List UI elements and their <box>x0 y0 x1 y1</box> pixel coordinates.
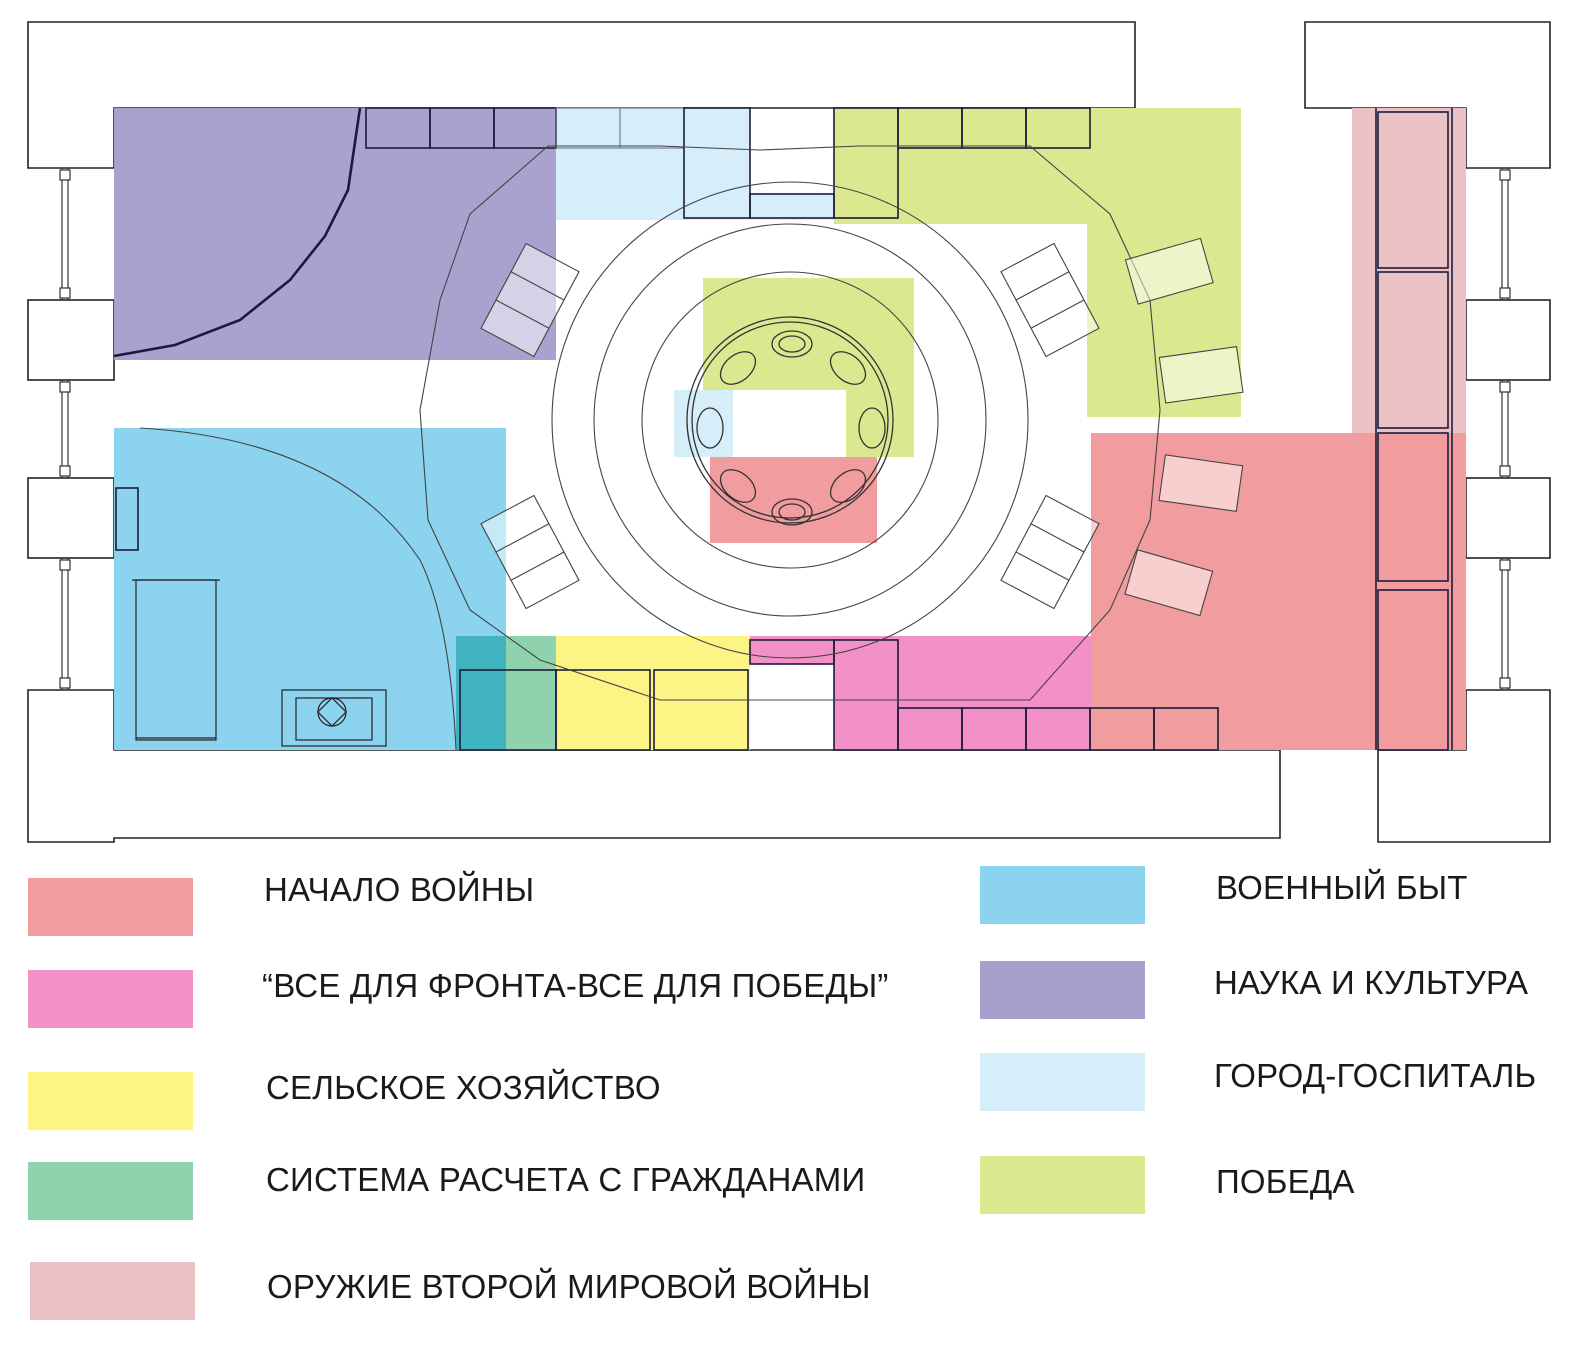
science-curve <box>113 107 362 358</box>
legend-swatch-war-start <box>28 878 193 936</box>
legend-swatch-science <box>980 961 1145 1019</box>
legend-label-agriculture: СЕЛЬСКОЕ ХОЗЯЙСТВО <box>266 1069 661 1106</box>
route-rings <box>139 145 1161 751</box>
legend-swatch-military-life <box>980 866 1145 924</box>
zone-weapons <box>1352 108 1466 433</box>
zone-war-start <box>1091 433 1466 750</box>
legend-swatch-agriculture <box>28 1072 193 1130</box>
windows <box>59 168 1511 690</box>
legend-swatch-front <box>28 970 193 1028</box>
zone-hospital <box>556 108 834 220</box>
zone-victory <box>834 108 1241 417</box>
zone-science <box>114 108 556 360</box>
zone-hospital-center <box>674 390 733 457</box>
zones <box>114 108 1466 750</box>
legend-swatch-victory <box>980 1156 1145 1214</box>
legend-label-victory: ПОБЕДА <box>1216 1163 1355 1200</box>
legend-swatch-hospital <box>980 1053 1145 1111</box>
island-showcases <box>480 237 1244 617</box>
zone-front <box>750 636 1091 750</box>
legend-swatch-weapons <box>30 1262 195 1320</box>
zone-military-life <box>114 428 506 750</box>
legend-label-front: “ВСЕ ДЛЯ ФРОНТА-ВСЕ ДЛЯ ПОБЕДЫ” <box>262 967 889 1004</box>
legend-label-payment: СИСТЕМА РАСЧЕТА С ГРАЖДАНАМИ <box>266 1161 866 1198</box>
zone-agriculture <box>556 636 750 750</box>
floor-plan <box>27 21 1551 843</box>
legend-label-science: НАУКА И КУЛЬТУРА <box>1214 964 1529 1001</box>
legend-label-war-start: НАЧАЛО ВОЙНЫ <box>264 871 535 908</box>
legend-label-weapons: ОРУЖИЕ ВТОРОЙ МИРОВОЙ ВОЙНЫ <box>267 1268 871 1305</box>
building-walls <box>27 21 1551 843</box>
central-table <box>686 316 894 526</box>
wall-showcases <box>115 107 1453 751</box>
legend-label-military-life: ВОЕННЫЙ БЫТ <box>1216 869 1468 906</box>
legend-label-hospital: ГОРОД-ГОСПИТАЛЬ <box>1214 1057 1537 1094</box>
military-exhibits <box>132 579 387 747</box>
legend-swatch-payment <box>28 1162 193 1220</box>
zone-payment-overlap <box>456 636 506 750</box>
